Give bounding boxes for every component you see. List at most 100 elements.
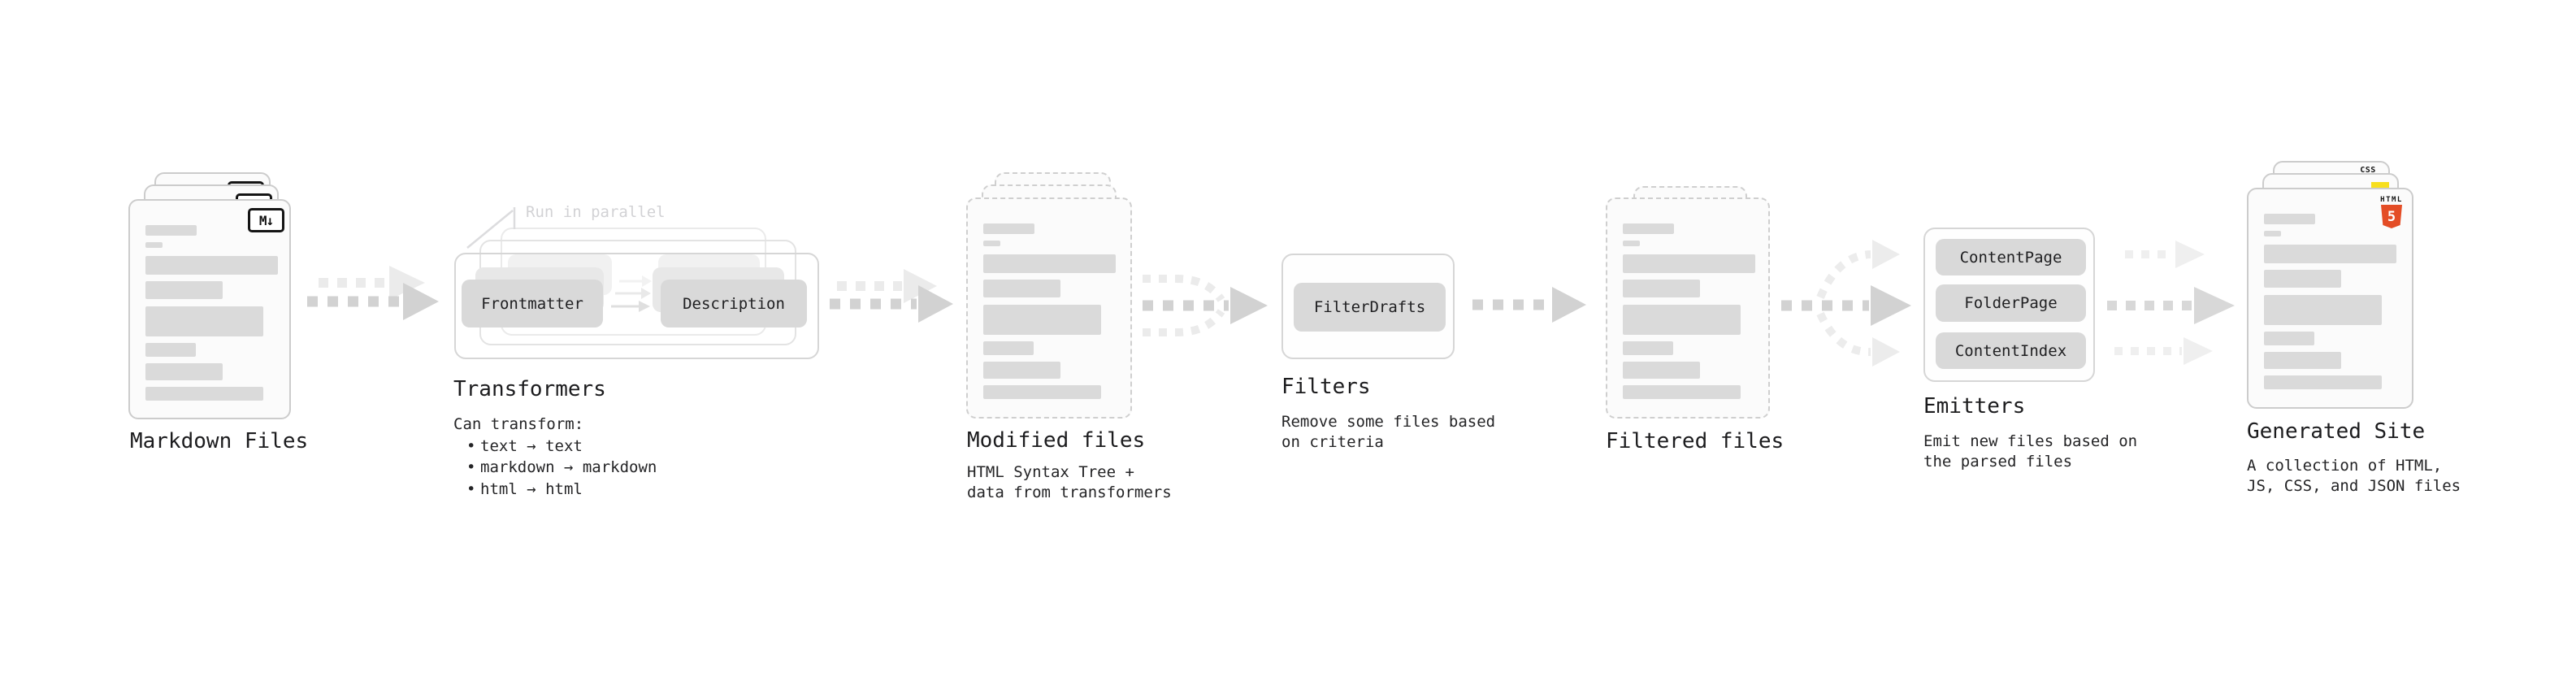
- arrow-folderpage-to-site: [2107, 287, 2235, 324]
- doc-line: [145, 281, 223, 299]
- doc-line: [1623, 341, 1673, 355]
- doc-line: [1623, 362, 1700, 379]
- caption-line: JS, CSS, and JSON files: [2247, 477, 2461, 495]
- doc-line: [145, 256, 278, 275]
- doc-line: [145, 363, 223, 380]
- transform-bullet: •html → html: [453, 479, 657, 501]
- arrow-modified-to-filters-branch-top: [1143, 275, 1225, 302]
- doc-line: [145, 242, 163, 248]
- arrow-filtered-to-emitters-branch-bottom: [1816, 311, 1900, 367]
- generated-site-title: Generated Site: [2247, 419, 2426, 444]
- doc-line: [983, 362, 1060, 379]
- contentindex-box: ContentIndex: [1936, 332, 2086, 369]
- html5-icon: HTML 5: [2378, 196, 2405, 228]
- bullet-text: text → text: [480, 436, 583, 455]
- arrow-contentpage-to-site: [2125, 241, 2205, 268]
- caption-line: Emit new files based on: [1923, 432, 2138, 450]
- transform-bullet: •text → text: [453, 436, 657, 458]
- arrow-contentindex-to-site: [2114, 337, 2213, 365]
- transformers-title: Transformers: [453, 377, 606, 401]
- filtered-file-card-front: [1606, 197, 1770, 419]
- doc-line: [1623, 305, 1741, 335]
- doc-line: [1623, 223, 1674, 234]
- caption-line: A collection of HTML,: [2247, 457, 2443, 475]
- filters-caption: Remove some files based on criteria: [1281, 412, 1495, 453]
- transformer-layer-front: [454, 253, 819, 359]
- html5-icon-label: HTML: [2380, 196, 2403, 204]
- css-icon-label: CSS: [2360, 166, 2376, 175]
- frontmatter-box: Frontmatter: [462, 280, 603, 327]
- caption-line: the parsed files: [1923, 453, 2073, 471]
- doc-line: [983, 341, 1034, 355]
- doc-line: [2264, 352, 2341, 369]
- doc-line: [2264, 245, 2396, 263]
- arrow-markdown-to-transformers: [307, 283, 439, 320]
- doc-line: [145, 387, 263, 401]
- transform-bullet: •markdown → markdown: [453, 457, 657, 479]
- caption-line: HTML Syntax Tree +: [967, 463, 1134, 481]
- emitters-panel: ContentPage FolderPage ContentIndex: [1923, 228, 2095, 382]
- arrow-transformers-to-modified-ghost: [837, 269, 937, 303]
- description-box: Description: [661, 280, 807, 327]
- bullet-dot: •: [466, 479, 476, 498]
- modified-files-title: Modified files: [967, 428, 1146, 453]
- caption-line: data from transformers: [967, 484, 1172, 501]
- emitters-title: Emitters: [1923, 394, 2026, 419]
- doc-line: [1623, 280, 1700, 297]
- run-in-parallel-label: Run in parallel: [526, 203, 666, 221]
- markdown-files-title: Markdown Files: [130, 429, 309, 453]
- transformers-caption: Can transform: •text → text •markdown → …: [453, 414, 657, 500]
- modified-files-caption: HTML Syntax Tree + data from transformer…: [967, 462, 1172, 503]
- doc-line: [983, 385, 1101, 399]
- folderpage-box: FolderPage: [1936, 284, 2086, 322]
- modified-file-card-front: [966, 197, 1132, 419]
- filtered-files-stack: [1606, 186, 1776, 430]
- doc-line: [1623, 241, 1640, 246]
- html5-icon-numeral: 5: [2387, 208, 2396, 225]
- emitters-caption: Emit new files based on the parsed files: [1923, 432, 2137, 472]
- markdown-files-stack: M↓ M↓ M↓: [128, 161, 295, 421]
- doc-line: [983, 280, 1060, 297]
- doc-line: [2264, 231, 2281, 236]
- arrow-transformers-to-modified: [830, 285, 953, 323]
- transformers-cluster: Frontmatter Description: [454, 228, 828, 370]
- doc-line: [2264, 214, 2315, 224]
- bullet-text: markdown → markdown: [480, 458, 657, 476]
- bullet-dot: •: [466, 458, 476, 476]
- doc-line: [145, 225, 197, 236]
- generated-site-caption: A collection of HTML, JS, CSS, and JSON …: [2247, 456, 2461, 497]
- arrow-modified-to-filters-branch-bottom: [1143, 309, 1225, 336]
- arrow-filtered-to-emitters-branch-top: [1816, 240, 1900, 299]
- doc-line: [1623, 254, 1755, 273]
- bullet-text: html → html: [480, 479, 583, 498]
- doc-line: [983, 241, 1000, 246]
- doc-line: [2264, 270, 2341, 288]
- generated-site-stack: CSS HTML 5: [2247, 161, 2418, 421]
- filterdrafts-box: FilterDrafts: [1294, 283, 1446, 332]
- bullet-dot: •: [466, 436, 476, 455]
- doc-line: [2264, 375, 2382, 389]
- transformers-caption-line: Can transform:: [453, 415, 584, 433]
- arrow-markdown-to-transformers-ghost: [319, 266, 425, 300]
- doc-line: [2264, 295, 2382, 325]
- filters-panel: FilterDrafts: [1281, 254, 1455, 359]
- modified-files-stack: [966, 172, 1137, 432]
- arrow-filtered-to-emitters: [1781, 285, 1911, 326]
- doc-line: [145, 306, 263, 336]
- contentpage-box: ContentPage: [1936, 239, 2086, 275]
- doc-line: [2264, 332, 2314, 345]
- arrow-modified-to-filters: [1143, 287, 1268, 324]
- caption-line: on criteria: [1281, 433, 1384, 451]
- doc-line: [983, 305, 1101, 335]
- filters-title: Filters: [1281, 375, 1371, 399]
- markdown-icon: M↓: [248, 208, 284, 232]
- html-file-card: HTML 5: [2247, 188, 2413, 409]
- markdown-file-card-front: M↓: [128, 199, 291, 419]
- doc-line: [145, 343, 196, 357]
- html5-icon-shield: 5: [2381, 205, 2402, 228]
- doc-line: [983, 254, 1116, 273]
- filtered-files-title: Filtered files: [1606, 429, 1785, 453]
- arrow-filters-to-filtered: [1472, 287, 1586, 323]
- caption-line: Remove some files based: [1281, 413, 1496, 431]
